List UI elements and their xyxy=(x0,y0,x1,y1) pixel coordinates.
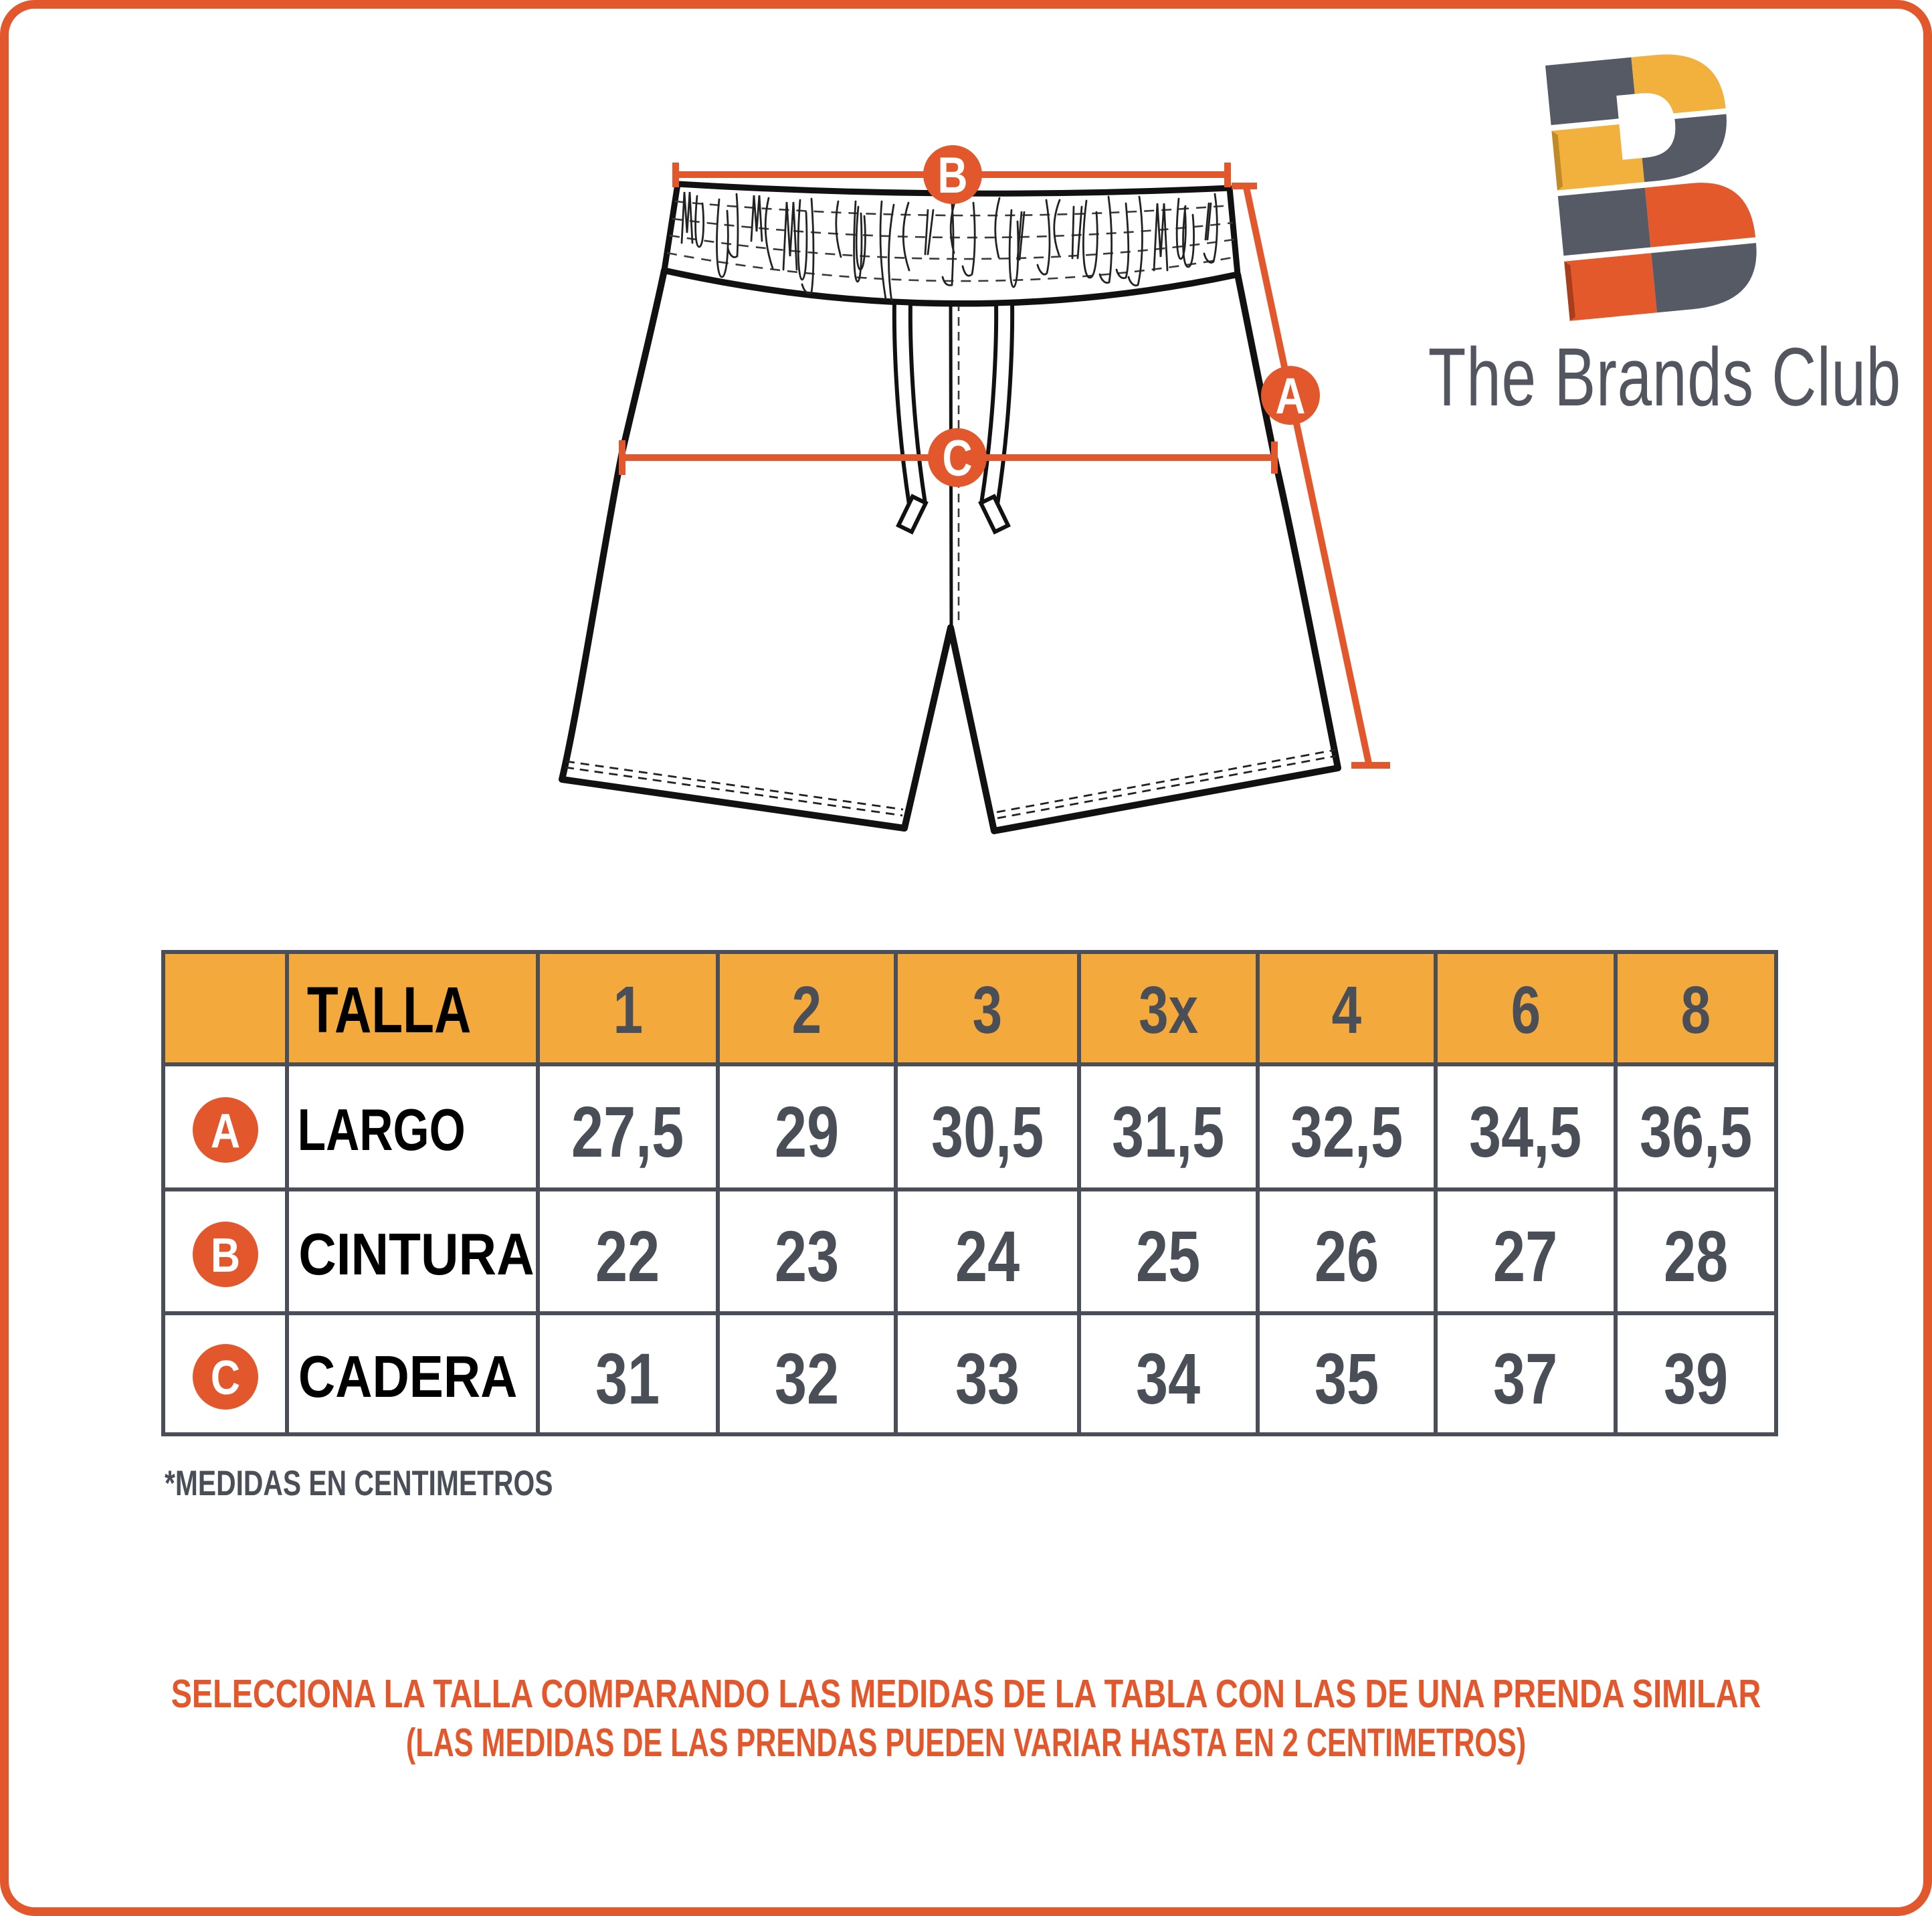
svg-text:B: B xyxy=(937,147,967,203)
svg-text:C: C xyxy=(942,429,972,486)
svg-text:A: A xyxy=(1275,367,1305,424)
